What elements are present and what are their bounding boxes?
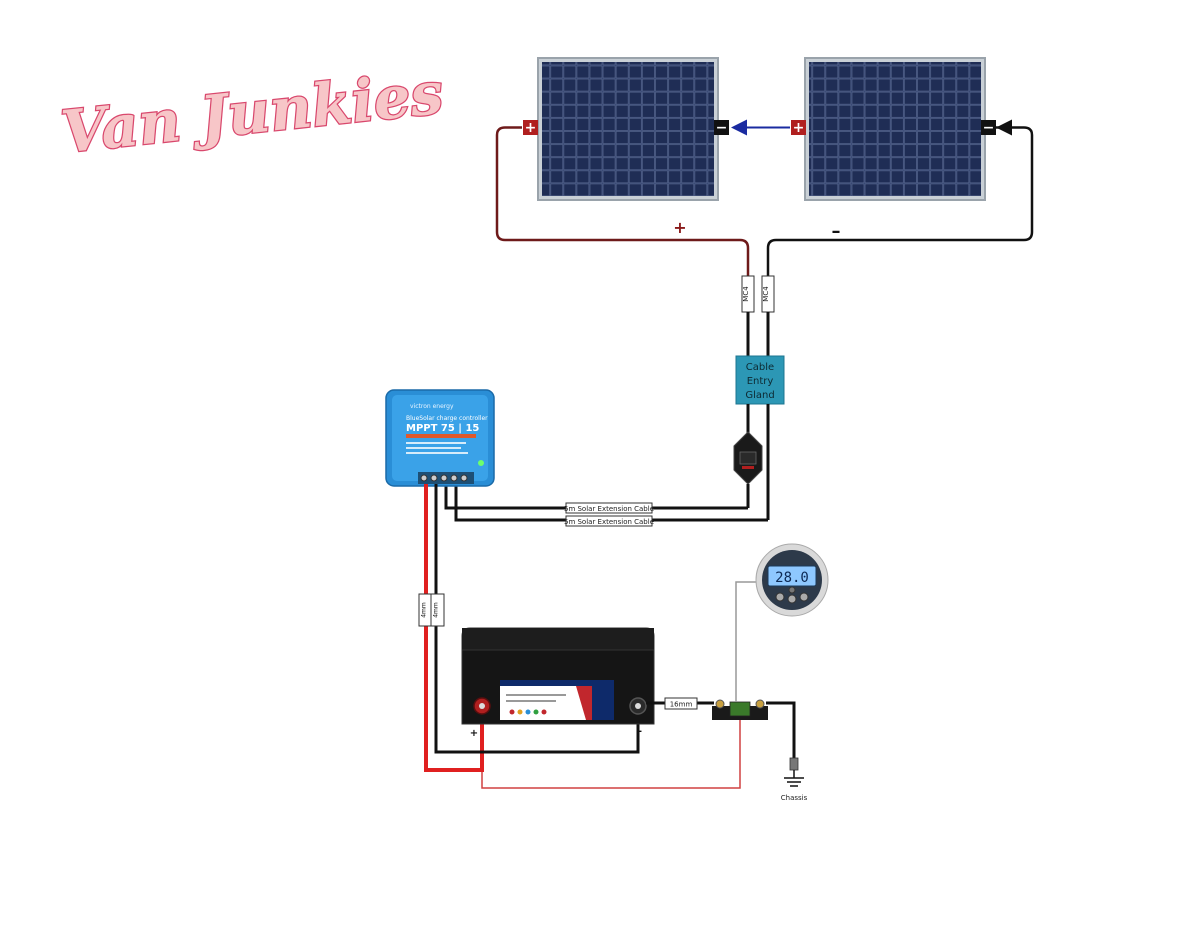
string-positive-label: + (673, 218, 686, 237)
svg-text:Entry: Entry (747, 376, 774, 387)
wire-size-label-negative: 4mm (430, 593, 445, 627)
battery-shunt (712, 699, 768, 720)
svg-text:16mm: 16mm (670, 701, 693, 709)
solar-panel-left (537, 57, 719, 201)
panel-right-negative-terminal: − (981, 120, 996, 136)
battery-positive-wire (424, 484, 484, 772)
mc4-connector-right: MC4 (761, 275, 775, 313)
chassis-ground: Chassis (781, 757, 808, 802)
van-junkies-logo: Van Junkies (57, 57, 448, 167)
svg-text:4mm: 4mm (421, 602, 428, 618)
svg-text:−: − (983, 120, 995, 136)
svg-text:−: − (716, 120, 728, 136)
logo-text: Van Junkies (58, 59, 446, 167)
extension-cable-label-top: 5m Solar Extension Cable (564, 502, 654, 514)
chassis-label: Chassis (781, 794, 808, 802)
mc4-connector-left: MC4 (741, 275, 755, 313)
battery-negative-symbol: - (638, 726, 642, 737)
string-negative-label: – (832, 221, 841, 242)
chassis-ground-wire (766, 701, 796, 760)
svg-text:Gland: Gland (745, 390, 774, 401)
battery: + - (461, 627, 655, 739)
monitor-cable (735, 581, 756, 702)
wire-size-label-positive: 4mm (418, 593, 433, 627)
string-negative-wire (766, 126, 1034, 282)
controller-series: BlueSolar charge controller (406, 415, 488, 422)
solar-panel-right (804, 57, 986, 201)
svg-text:+: + (525, 120, 537, 136)
cable-entry-gland: Cable Entry Gland (735, 355, 785, 405)
panel-left-negative-terminal: − (714, 120, 729, 136)
wire-size-label-shunt: 16mm (664, 697, 698, 710)
battery-positive-symbol: + (470, 728, 478, 739)
controller-brand: victron energy (410, 403, 454, 410)
panel-right-positive-terminal: + (791, 120, 806, 136)
string-positive-wire (495, 126, 750, 282)
svg-text:4mm: 4mm (433, 602, 440, 618)
controller-model: MPPT 75 | 15 (406, 423, 479, 434)
svg-text:+: + (793, 120, 805, 136)
extension-cable-label-bottom: 5m Solar Extension Cable (564, 515, 654, 527)
svg-text:5m Solar Extension Cable: 5m Solar Extension Cable (564, 505, 654, 513)
panel-left-positive-terminal: + (523, 120, 538, 136)
shunt-sense-wire (481, 720, 741, 789)
monitor-display-value: 28.0 (775, 570, 809, 586)
svg-text:Cable: Cable (746, 362, 774, 373)
svg-text:MC4: MC4 (762, 286, 770, 302)
svg-text:5m Solar Extension Cable: 5m Solar Extension Cable (564, 518, 654, 526)
svg-text:MC4: MC4 (742, 286, 750, 302)
mppt-charge-controller: victron energy BlueSolar charge controll… (385, 389, 495, 487)
circuit-breaker (733, 431, 763, 485)
extension-cable-bottom-wire (454, 482, 768, 522)
battery-monitor: 28.0 (755, 543, 829, 617)
